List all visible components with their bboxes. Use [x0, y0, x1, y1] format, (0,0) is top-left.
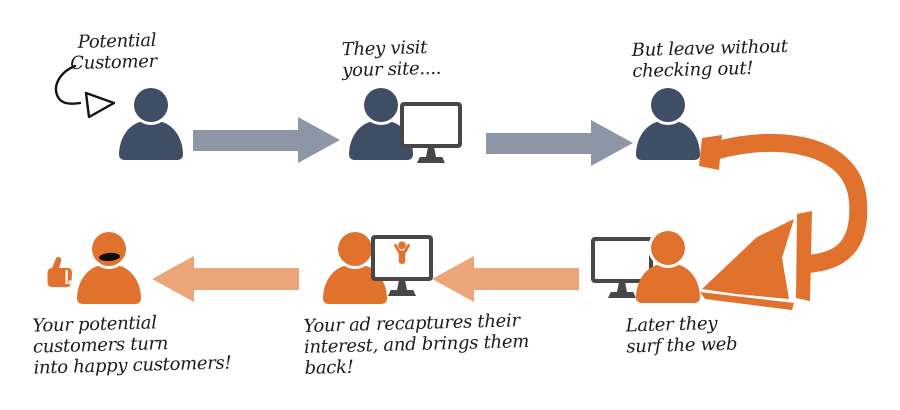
- caption-line: checking out!: [632, 57, 754, 83]
- computer-monitor-icon: [591, 237, 653, 299]
- brush-uturn-arrow-icon: [699, 133, 868, 310]
- surfing-person-icon: [636, 231, 700, 303]
- caption-line: Potential: [77, 29, 157, 53]
- person-body: [119, 121, 183, 160]
- caption-line: Later they: [625, 313, 718, 337]
- caption-line: They visit: [341, 37, 428, 61]
- happy-customer-person-icon: [77, 232, 141, 304]
- caption-line: back!: [304, 356, 354, 379]
- caption-line: into happy customers!: [33, 352, 232, 379]
- caption-line: But leave without: [631, 35, 788, 62]
- person-body: [636, 264, 700, 303]
- caption-line: your site....: [342, 57, 442, 82]
- recaptured-person-icon: [323, 232, 387, 304]
- person-head: [651, 231, 685, 265]
- caption-happy-customers: Your potential customers turn into happy…: [32, 310, 231, 378]
- caption-ad-recaptures: Your ad recaptures their interest, and b…: [303, 310, 530, 379]
- computer-monitor-icon: [400, 102, 462, 164]
- sketch-arrow-icon: [54, 64, 116, 119]
- ad-person-raised-arms-icon: [394, 241, 410, 264]
- leaving-person-icon: [636, 88, 700, 160]
- monitor-screen: [595, 241, 649, 279]
- person-head: [338, 232, 372, 266]
- person-head: [651, 88, 685, 122]
- thumbs-up-icon: [47, 256, 72, 287]
- computer-monitor-with-ad-icon: [371, 235, 433, 297]
- potential-customer-person-icon: [119, 88, 183, 160]
- caption-surf-web: Later they surf the web: [625, 313, 738, 358]
- caption-visit-site: They visit your site....: [341, 37, 442, 82]
- caption-line: surf the web: [626, 333, 738, 358]
- person-head: [364, 88, 398, 122]
- person-body: [77, 265, 141, 304]
- person-head: [134, 88, 168, 122]
- monitor-screen: [404, 106, 458, 144]
- person-body: [636, 121, 700, 160]
- caption-leave-without-checkout: But leave without checking out!: [631, 36, 788, 82]
